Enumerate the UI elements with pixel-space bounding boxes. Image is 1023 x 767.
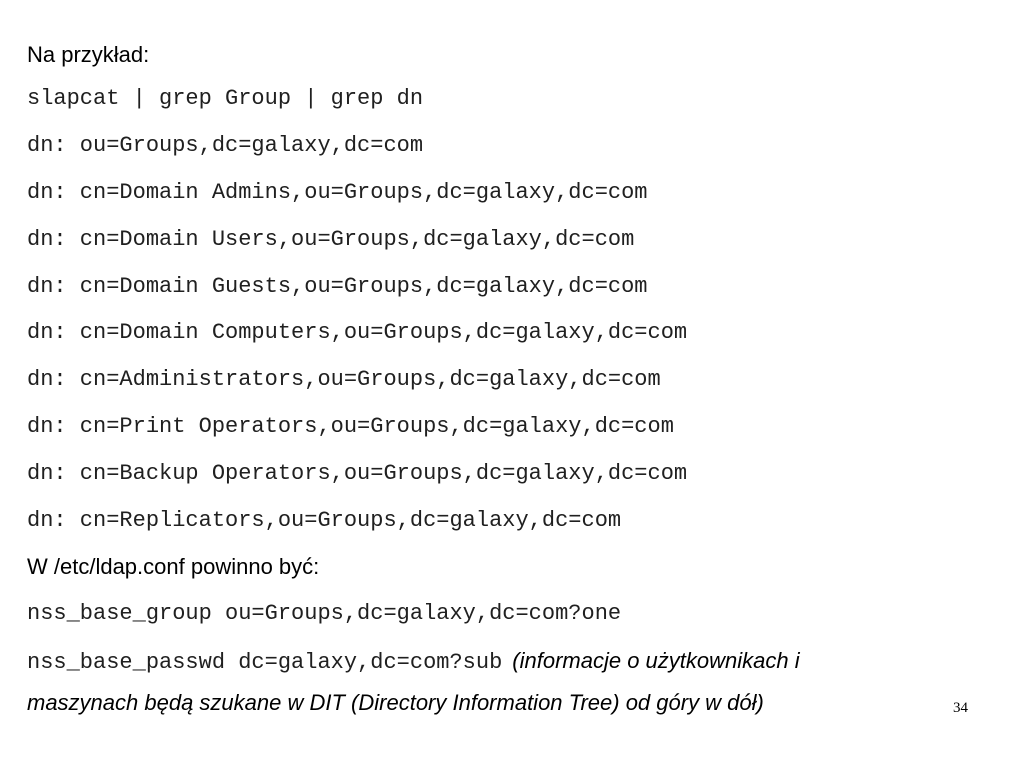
note-text-start: (informacje o użytkownikach i [512,648,800,673]
result-line: dn: cn=Replicators,ou=Groups,dc=galaxy,d… [27,508,622,533]
result-line: dn: cn=Domain Users,ou=Groups,dc=galaxy,… [27,227,635,252]
result-line: dn: cn=Print Operators,ou=Groups,dc=gala… [27,414,674,439]
command-line: slapcat | grep Group | grep dn [27,86,424,111]
result-line: dn: ou=Groups,dc=galaxy,dc=com [27,133,424,158]
config-group-line: nss_base_group ou=Groups,dc=galaxy,dc=co… [27,601,622,626]
result-line: dn: cn=Administrators,ou=Groups,dc=galax… [27,367,661,392]
note-text-end: maszynach będą szukane w DIT (Directory … [27,690,764,715]
result-line: dn: cn=Domain Admins,ou=Groups,dc=galaxy… [27,180,648,205]
page-number: 34 [953,700,968,716]
result-line: dn: cn=Domain Guests,ou=Groups,dc=galaxy… [27,274,648,299]
result-line: dn: cn=Domain Computers,ou=Groups,dc=gal… [27,320,688,345]
intro-text: Na przykład: [27,42,150,67]
config-passwd-code: nss_base_passwd dc=galaxy,dc=com?sub [27,650,503,675]
result-line: dn: cn=Backup Operators,ou=Groups,dc=gal… [27,461,688,486]
config-passwd-line: nss_base_passwd dc=galaxy,dc=com?sub (in… [27,650,800,674]
config-intro: W /etc/ldap.conf powinno być: [27,554,320,579]
